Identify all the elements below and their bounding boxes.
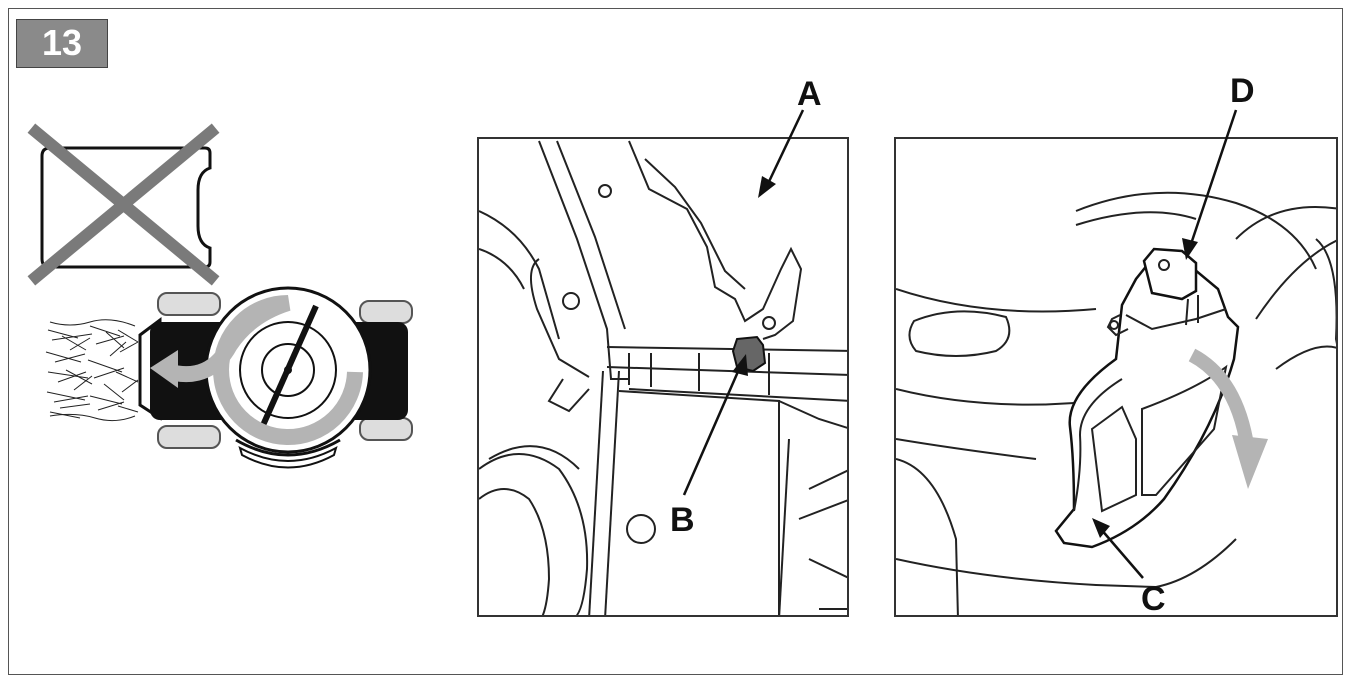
side-discharge-cover-illustration	[896, 191, 1336, 615]
grass-clippings-icon	[45, 319, 139, 422]
side-cover-panel	[894, 137, 1338, 617]
callout-d-label: D	[1230, 72, 1255, 110]
step-number-badge: 13	[16, 19, 108, 68]
rear-flap-panel	[477, 137, 849, 617]
knob-b-icon	[731, 335, 767, 373]
callout-c-label: C	[1141, 580, 1166, 618]
rear-flap-open-illustration	[479, 140, 847, 615]
callout-b-label: B	[670, 501, 695, 539]
mower-top-view-icon	[138, 286, 413, 469]
callout-a-label: A	[797, 75, 822, 113]
cross-icon	[27, 123, 220, 286]
rotation-arrow-icon	[1188, 348, 1268, 489]
